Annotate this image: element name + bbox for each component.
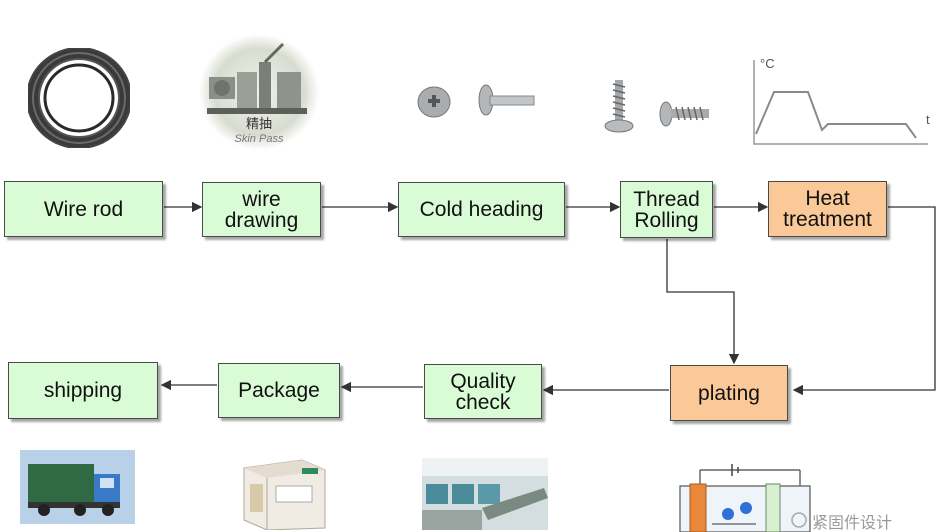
arrow-thread-rolling-to-plating xyxy=(666,239,740,365)
step-label: wire drawing xyxy=(224,187,299,232)
step-quality-check: Quality check xyxy=(424,364,542,419)
step-package: Package xyxy=(218,363,340,418)
step-thread-rolling: Thread Rolling xyxy=(620,181,713,238)
truck-icon xyxy=(20,450,135,524)
watermark-logo: 紧固件设计 xyxy=(791,512,892,532)
screw-blank-icon xyxy=(417,84,535,118)
step-label: Cold heading xyxy=(419,198,544,221)
threaded-screw-icon xyxy=(604,80,709,133)
skin-pass-cn-label: 精抽 xyxy=(246,117,272,132)
step-cold-heading: Cold heading xyxy=(398,182,565,237)
heat-axis-y-label: °C xyxy=(760,56,775,71)
step-label: Heat treatment xyxy=(783,187,872,231)
step-plating: plating xyxy=(670,365,788,421)
step-label: plating xyxy=(698,381,760,405)
step-wire-drawing: wire drawing xyxy=(202,182,321,237)
step-label: Package xyxy=(238,379,320,402)
step-heat-treatment: Heat treatment xyxy=(768,181,887,237)
step-label: Thread Rolling xyxy=(633,187,700,232)
inspection-line-icon xyxy=(422,458,548,530)
plating-cell-icon xyxy=(679,464,811,532)
step-label: shipping xyxy=(43,379,123,402)
heat-curve-icon: °C t xyxy=(753,56,930,145)
watermark-text: 紧固件设计 xyxy=(812,513,892,532)
package-box-icon xyxy=(243,459,326,530)
step-shipping: shipping xyxy=(8,362,158,419)
skin-pass-en-label: Skin Pass xyxy=(235,133,284,145)
heat-axis-x-label: t xyxy=(926,112,930,127)
step-label: Wire rod xyxy=(43,197,124,221)
arrow-heat-treatment-to-plating xyxy=(792,206,936,396)
step-wire-rod: Wire rod xyxy=(4,181,163,237)
wire-coil-icon xyxy=(28,48,130,148)
drawing-machine-icon: 精抽 Skin Pass xyxy=(199,34,319,150)
step-label: Quality check xyxy=(450,369,516,414)
